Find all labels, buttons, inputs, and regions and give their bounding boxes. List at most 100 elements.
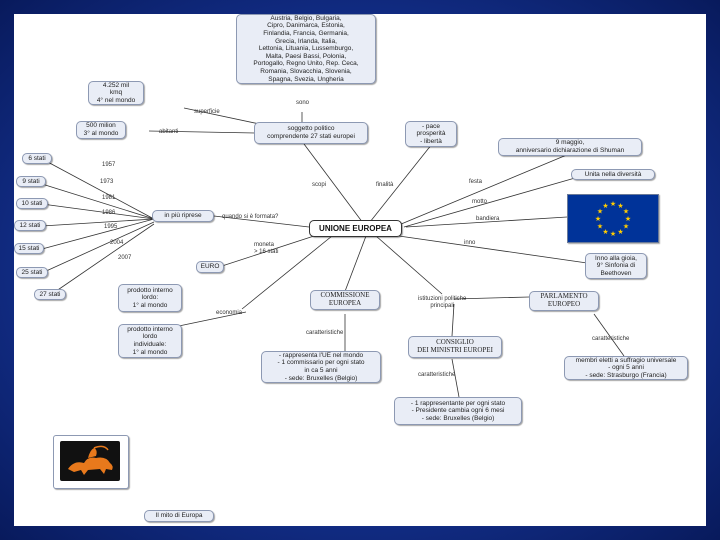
label-caratteristiche-commission: caratteristiche [306,330,344,336]
edge-soggetto-population [148,130,257,134]
edge-formed-9 [41,183,155,220]
states-12-text: 12 stati [19,221,41,229]
edge-main-soggetto [303,143,367,228]
edge-formed-15 [41,218,155,250]
bull-shape [68,457,113,475]
states-12-node[interactable]: 12 stati [14,220,46,231]
year-2004: 2004 [110,240,124,246]
goals-text: - pace prosperità - libertà [416,122,446,145]
area-text: 4.252 mil kmq 4° nel mondo [96,81,136,104]
flag-star-icon: ★ [623,208,629,216]
euro-text: EURO [200,263,220,271]
edge-formed-27 [48,223,155,297]
countries-node[interactable]: Austria, Belgio, Bulgaria, Cipro, Danima… [236,14,376,84]
label-caratteristiche-parliament: caratteristiche [592,336,630,342]
states-27-node[interactable]: 27 stati [34,289,66,300]
eu-flag-icon: ★★★★★★★★★★★★ [567,194,659,243]
edge-council-desc [451,358,460,398]
edge-main-may9 [393,153,570,228]
edge-main-goals [365,143,433,228]
edge-ist-parliament [453,296,530,300]
label-economia: economia [216,310,243,316]
edge-main-pil [241,235,333,310]
label-istituzioni: istituzioni politiche principali [418,296,467,309]
rider-shape [88,448,97,458]
parliament-text: PARLAMENTO EUROPEO [540,292,588,308]
concept-map-canvas: Austria, Belgio, Bulgaria, Cipro, Danima… [14,14,706,526]
states-9-text: 9 stati [22,177,40,185]
area-node[interactable]: 4.252 mil kmq 4° nel mondo [88,81,144,105]
formed-text: in più riprese [164,212,202,220]
edge-main-commission [343,235,367,295]
year-1995: 1995 [104,224,118,230]
flag-star-icon: ★ [610,200,616,208]
states-15-node[interactable]: 15 stati [14,243,44,254]
myth-text: Il mito di Europa [155,512,203,520]
soggetto-text: soggetto politico comprendente 27 stati … [267,125,355,140]
edge-main-anthem [398,235,595,265]
pil-individual-node[interactable]: prodotto interno lordo individuale: 1° a… [118,324,182,358]
edge-main-istituzioni [375,235,443,295]
countries-text: Austria, Belgio, Bulgaria, Cipro, Danima… [253,14,359,83]
commission-node[interactable]: COMMISSIONE EUROPEA [310,290,380,310]
main-topic-node[interactable]: UNIONE EUROPEA [309,220,402,237]
eu-flag-stars: ★★★★★★★★★★★★ [595,200,631,238]
parliament-desc-node[interactable]: membri eletti a suffragio universale - o… [564,356,688,380]
edge-main-motto [403,175,583,228]
label-bandiera: bandiera [476,216,500,222]
may9-node[interactable]: 9 maggio, anniversario dichiarazione di … [498,138,642,156]
pil-gross-node[interactable]: prodotto interno lordo: 1° al mondo [118,284,182,312]
flag-star-icon: ★ [617,202,623,210]
edge-economia-individual [173,311,247,328]
states-10-node[interactable]: 10 stati [16,198,48,209]
pil-gross-text: prodotto interno lordo: 1° al mondo [127,286,173,309]
myth-node[interactable]: Il mito di Europa [144,510,214,522]
label-quando: quando si è formata? [222,214,279,220]
council-desc-node[interactable]: - 1 rappresentante per ogni stato - Pres… [394,397,522,425]
parliament-desc-text: membri eletti a suffragio universale - o… [575,356,677,379]
label-motto: motto [472,199,488,205]
motto-node[interactable]: Unita nella diversità [571,169,655,180]
euro-node[interactable]: EURO [196,261,224,273]
council-node[interactable]: CONSIGLIO DEI MINISTRI EUROPEI [408,336,502,358]
parliament-node[interactable]: PARLAMENTO EUROPEO [529,291,599,311]
label-sono: sono [296,100,310,106]
pil-individual-text: prodotto interno lordo individuale: 1° a… [127,325,173,356]
states-10-text: 10 stati [21,199,43,207]
flag-star-icon: ★ [597,208,603,216]
states-6-node[interactable]: 6 stati [22,153,52,164]
council-text: CONSIGLIO DEI MINISTRI EUROPEI [417,338,493,354]
states-6-text: 6 stati [28,154,46,162]
main-topic-text: UNIONE EUROPEA [319,223,392,233]
edge-parliament-desc [593,313,625,357]
council-desc-text: - 1 rappresentante per ogni stato - Pres… [410,399,506,422]
motto-text: Unita nella diversità [584,170,642,178]
flag-star-icon: ★ [617,228,623,236]
states-27-text: 27 stati [39,290,61,298]
year-2007: 2007 [118,255,132,261]
states-15-text: 15 stati [18,244,40,252]
edge-formed-6 [43,159,155,220]
may9-text: 9 maggio, anniversario dichiarazione di … [515,139,625,154]
commission-desc-text: - rappresenta l'UE nel mondo - 1 commiss… [277,351,365,382]
commission-desc-node[interactable]: - rappresenta l'UE nel mondo - 1 commiss… [261,351,381,383]
goals-node[interactable]: - pace prosperità - libertà [405,121,457,147]
flag-star-icon: ★ [623,223,629,231]
formed-node[interactable]: in più riprese [152,210,214,222]
states-25-node[interactable]: 25 stati [16,267,48,278]
flag-star-icon: ★ [602,228,608,236]
year-1957: 1957 [102,162,116,168]
flag-star-icon: ★ [625,215,631,223]
label-abitanti: abitanti [159,129,179,135]
states-9-node[interactable]: 9 stati [16,176,46,187]
flag-star-icon: ★ [595,215,601,223]
year-1981: 1981 [102,195,116,201]
label-moneta: moneta > 16 stati [254,242,279,255]
commission-text: COMMISSIONE EUROPEA [320,291,370,307]
flag-star-icon: ★ [610,230,616,238]
population-node[interactable]: 500 milion 3° al mondo [76,121,126,139]
anthem-node[interactable]: Inno alla gioia, 9° Sinfonia di Beethove… [585,253,647,279]
soggetto-node[interactable]: soggetto politico comprendente 27 stati … [254,122,368,144]
edge-formed-25 [43,221,155,273]
label-festa: festa [469,179,483,185]
